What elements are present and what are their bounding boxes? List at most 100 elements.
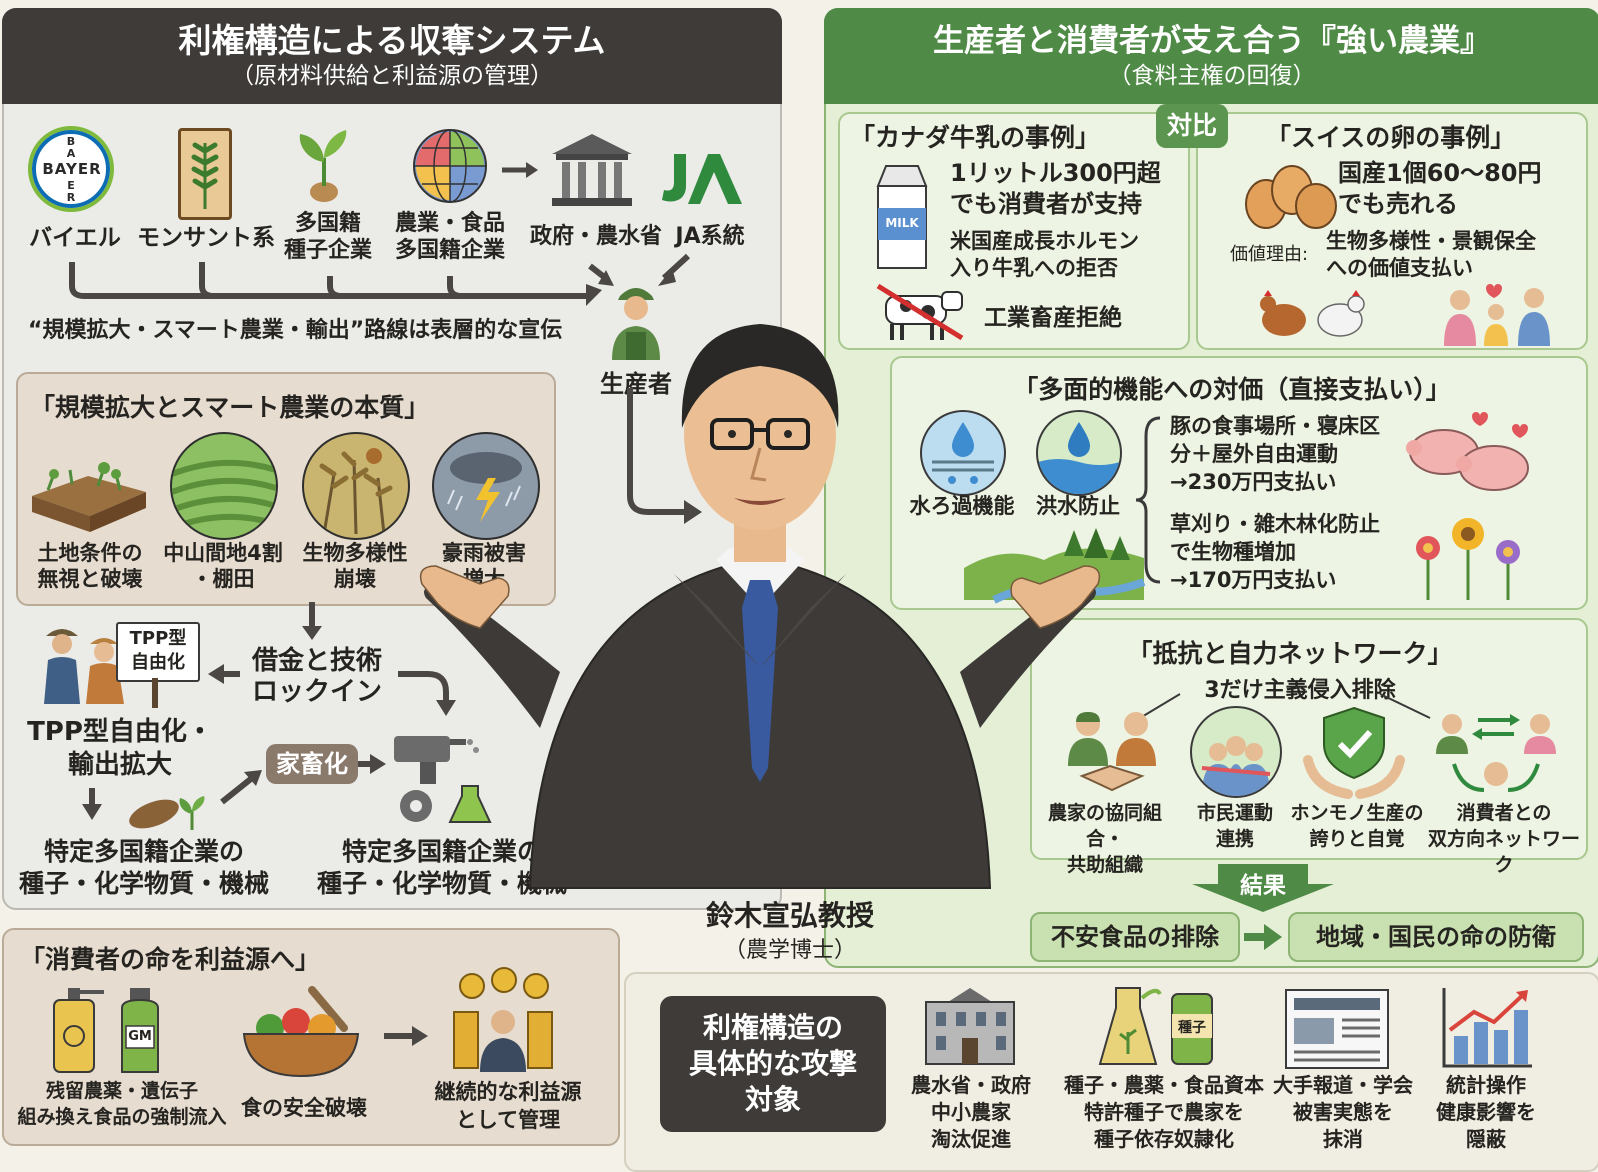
milk-label: MILK — [885, 216, 919, 230]
actor-arrow — [502, 162, 538, 178]
targets-title: 利権構造の 具体的な攻撃 対象 — [688, 1011, 857, 1116]
actor-label-ja: JA系統 — [675, 224, 745, 249]
consumer-label-safety: 食の安全破壊 — [241, 1096, 367, 1120]
resistance-title: 「抵抗と自力ネットワーク」 — [1127, 639, 1453, 668]
result-item-arrow — [1244, 924, 1282, 950]
swiss-reason-label: 価値理由: — [1230, 244, 1309, 265]
seed-label: 種子 — [1178, 1020, 1206, 1036]
milk-carton-icon: MILK — [868, 160, 934, 270]
gm-label: GM — [128, 1029, 152, 1044]
left-panel-title: 利権構造による収奪システム — [178, 21, 606, 60]
consumer-label-profit: 継続的な利益源 として管理 — [434, 1080, 582, 1132]
newspaper-icon — [1284, 988, 1390, 1070]
eggs-icon — [1240, 160, 1340, 230]
resistance-label-network: 消費者との 双方向ネットワーク — [1427, 802, 1580, 876]
tpp-sign-post — [152, 678, 158, 708]
terraced-field-icon — [170, 432, 278, 540]
left-panel-subtitle: （原材料供給と利益源の管理） — [231, 63, 553, 89]
actor-label-government: 政府・農水省 — [529, 224, 662, 249]
target-label-stats: 統計操作 健康影響を 隠蔽 — [1436, 1073, 1536, 1151]
resistance-label-coop: 農家の協同組合・ 共助組織 — [1047, 802, 1162, 876]
flowers-icon — [1400, 508, 1534, 600]
professor-name: 鈴木宣弘教授 — [705, 899, 874, 932]
ministry-building-icon — [918, 984, 1022, 1068]
swiss-box — [1196, 112, 1588, 350]
actors-to-producer-arrows — [69, 253, 691, 306]
left-panel-header: 利権構造による収奪システム （原材料供給と利益源の管理） — [2, 8, 782, 104]
professor-figure — [419, 308, 1140, 889]
target-label-seed: 種子・農薬・食品資本 特許種子で農家を 種子依存奴隷化 — [1064, 1073, 1264, 1151]
pesticide-bottle-icon: GM — [44, 986, 174, 1076]
actor-label-monsanto: モンサント系 — [137, 225, 275, 251]
result-item-defense-text: 地域・国民の命の防衛 — [1316, 923, 1556, 951]
wheat-icon — [178, 128, 232, 220]
right-corp-label: 特定多国籍企業の 種子・化学物質・機械 — [316, 837, 567, 898]
salad-bowl-icon — [236, 984, 366, 1080]
essence-label-biodiversity: 生物多様性 崩壊 — [302, 541, 408, 591]
multifunction-title: 「多面的機能への対価（直接支払い）」 — [1013, 375, 1451, 404]
resistance-label-citizens: 市民運動 連携 — [1196, 802, 1273, 850]
result-label: 結果 — [1240, 873, 1286, 899]
targets-title-box — [660, 996, 886, 1132]
government-building-icon — [546, 130, 638, 210]
flood-prevention-icon — [1036, 410, 1122, 496]
actor-label-food-multinational: 農業・食品 多国籍企業 — [394, 211, 505, 263]
professor-title: （農学博士） — [723, 938, 856, 963]
swiss-title: 「スイスの卵の事例」 — [1266, 123, 1516, 152]
handshake-icon — [1058, 706, 1166, 796]
pigs-icon — [1400, 406, 1540, 498]
tpp-label: TPP型自由化・ 輸出拡大 — [27, 717, 213, 780]
result-item-exclusion-text: 不安食品の排除 — [1051, 923, 1219, 951]
chart-icon — [1440, 986, 1534, 1070]
payment-biodiversity: 草刈り・雑木林化防止 で生物種増加 →170万円支払い — [1170, 512, 1380, 592]
storm-icon — [432, 432, 540, 540]
barren-land-icon — [28, 436, 150, 536]
machinery-icon — [390, 730, 500, 830]
resistance-lines — [1139, 693, 1431, 719]
crossed-cow-icon — [872, 282, 968, 342]
citizens-icon — [1190, 706, 1282, 798]
resistance-box — [1030, 618, 1588, 860]
seed-chemical-icon: 種子 — [1098, 984, 1228, 1068]
canada-detail: 米国産成長ホルモン 入り牛乳への拒否 — [950, 229, 1139, 280]
actor-label-bayer: バイエル — [29, 225, 121, 251]
consumer-title: 「消費者の命を利益源へ」 — [20, 945, 321, 974]
target-label-ministry: 農水省・政府 中小農家 淘汰促進 — [911, 1073, 1031, 1151]
consumer-arrow — [384, 1026, 428, 1046]
resistance-label-pride: ホンモノ生産の 誇りと自覚 — [1290, 802, 1424, 850]
shield-hands-icon — [1303, 704, 1405, 799]
contrast-label: 対比 — [1166, 111, 1217, 140]
debt-lock-text: 借金と技術 ロックイン — [251, 646, 382, 707]
canada-refuse: 工業畜産拒絶 — [984, 305, 1122, 331]
propaganda-text: “規模拡大・スマート農業・輸出”路線は表層的な宣伝 — [28, 318, 563, 343]
seedling-icon — [286, 128, 362, 208]
essence-label-land: 土地条件の 無視と破壊 — [37, 541, 143, 591]
domestication-label: 家畜化 — [276, 750, 348, 778]
canada-headline: 1リットル300円超 でも消費者が支持 — [950, 159, 1161, 218]
farmer-icon — [604, 280, 668, 360]
multifunction-bracket — [1135, 416, 1161, 584]
tpp-sign-text: TPP型 自由化 — [129, 628, 187, 673]
producer-label: 生産者 — [600, 370, 672, 398]
right-panel-header: 生産者と消費者が支え合う『強い農業』 （食料主権の回復） — [824, 8, 1598, 104]
result-item-exclusion: 不安食品の排除 — [1030, 912, 1240, 962]
target-label-media: 大手報道・学会 被害実態を 抹消 — [1273, 1073, 1413, 1151]
essence-label-terrace: 中山間地4割 ・棚田 — [163, 541, 283, 591]
water-filter-icon — [920, 410, 1006, 496]
producer-to-professor-arrow — [627, 388, 702, 524]
consumer-box — [2, 928, 620, 1146]
left-corp-label: 特定多国籍企業の 種子・化学物質・機械 — [18, 837, 269, 898]
swiss-headline: 国産1個60～80円 でも売れる — [1338, 159, 1542, 218]
flow-arrows — [82, 602, 456, 820]
canada-title: 「カナダ牛乳の事例」 — [850, 123, 1101, 152]
chickens-icon — [1254, 286, 1374, 344]
domestication-badge: 家畜化 — [266, 744, 358, 784]
right-panel-subtitle: （食料主権の回復） — [1108, 63, 1316, 89]
network-icon — [1432, 704, 1560, 796]
consumer-label-pesticide: 残留農薬・遺伝子 組み換え食品の強制流入 — [17, 1080, 227, 1128]
actor-label-seed-company: 多国籍 種子企業 — [283, 211, 372, 263]
essence-title: 「規模拡大とスマート農業の本質」 — [30, 393, 430, 422]
right-panel-title: 生産者と消費者が支え合う『強い農業』 — [933, 23, 1491, 59]
swiss-reason: 生物多様性・景観保全 への価値支払い — [1326, 229, 1536, 280]
